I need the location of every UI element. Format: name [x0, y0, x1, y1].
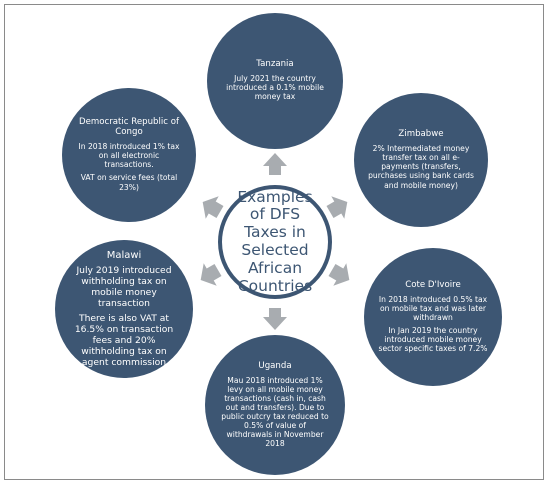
node-cote-divoire: Cote D'Ivoire In 2018 introduced 0.5% ta…	[364, 248, 502, 386]
center-node: Examples of DFS Taxes in Selected Africa…	[218, 185, 332, 299]
node-text: Mau 2018 introduced 1% levy on all mobil…	[221, 375, 329, 449]
node-text: There is also VAT at 16.5% on transactio…	[74, 313, 174, 369]
arrow-to-drc	[202, 196, 224, 219]
node-drc: Democratic Republic of Congo In 2018 int…	[62, 88, 196, 222]
node-malawi: Malawi July 2019 introduced withholding …	[55, 240, 193, 378]
node-title: Cote D'Ivoire	[405, 279, 461, 290]
arrow-to-cote	[328, 263, 350, 286]
arrow-to-tanzania	[263, 153, 287, 175]
node-text: July 2019 introduced withholding tax on …	[76, 265, 172, 310]
node-text: July 2021 the country introduced a 0.1% …	[226, 74, 324, 102]
arrow-to-uganda	[263, 308, 287, 330]
node-title: Democratic Republic of Congo	[78, 117, 179, 138]
node-title: Zimbabwe	[398, 129, 444, 140]
node-tanzania: Tanzania July 2021 the country introduce…	[207, 13, 343, 149]
center-title: Examples of DFS Taxes in Selected Africa…	[237, 187, 313, 295]
node-text: In Jan 2019 the country introduced mobil…	[378, 325, 488, 354]
node-text: In 2018 introduced 1% tax on all electro…	[78, 142, 180, 170]
node-text: In 2018 introduced 0.5% tax on mobile ta…	[378, 294, 488, 322]
node-title: Malawi	[106, 249, 142, 261]
node-text: VAT on service fees (total 23%)	[80, 173, 178, 192]
node-zimbabwe: Zimbabwe 2% Intermediated money transfer…	[354, 93, 488, 227]
node-uganda: Uganda Mau 2018 introduced 1% levy on al…	[205, 335, 345, 475]
arrow-to-malawi	[200, 263, 222, 286]
arrow-to-zimbabwe	[326, 196, 348, 219]
node-text: 2% Intermediated money transfer tax on a…	[368, 144, 474, 190]
node-title: Uganda	[258, 360, 292, 371]
node-title: Tanzania	[256, 59, 294, 70]
